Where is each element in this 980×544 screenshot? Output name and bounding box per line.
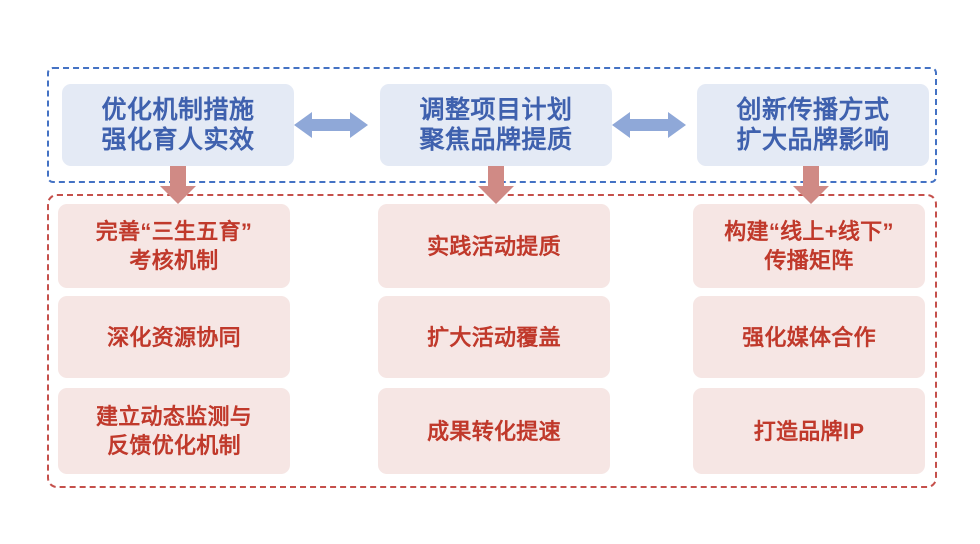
measure-box-c1-r1[interactable]: 完善“三生五育” 考核机制 (58, 204, 290, 288)
measure-box-c1-r3[interactable]: 建立动态监测与 反馈优化机制 (58, 388, 290, 474)
measure-box-c3-r1[interactable]: 构建“线上+线下” 传播矩阵 (693, 204, 925, 288)
strategy-box-3[interactable]: 创新传播方式 扩大品牌影响 (697, 84, 929, 166)
strategy-box-3-line1: 创新传播方式 (736, 96, 890, 124)
measure-box-c1-r2[interactable]: 深化资源协同 (58, 296, 290, 378)
measure-box-c2-r3-line1: 成果转化提速 (427, 418, 561, 444)
strategy-box-3-line2: 扩大品牌影响 (736, 126, 890, 154)
arrow-down-icon (478, 166, 514, 204)
measure-box-c2-r1-line1: 实践活动提质 (427, 233, 561, 259)
arrow-down-icon (160, 166, 196, 204)
strategy-box-1[interactable]: 优化机制措施 强化育人实效 (62, 84, 294, 166)
measure-box-c3-r3-line1: 打造品牌IP (753, 418, 865, 444)
measure-box-c3-r1-line1: 构建“线上+线下” (724, 219, 894, 244)
measure-box-c1-r1-line1: 完善“三生五育” (95, 219, 253, 244)
strategy-box-1-line1: 优化机制措施 (101, 96, 255, 124)
measure-box-c2-r1[interactable]: 实践活动提质 (378, 204, 610, 288)
measure-box-c1-r2-line1: 深化资源协同 (107, 324, 241, 350)
measure-box-c1-r3-line1: 建立动态监测与 (95, 404, 253, 429)
strategy-box-2-line1: 调整项目计划 (419, 96, 573, 124)
measure-box-c3-r1-line2: 传播矩阵 (764, 248, 854, 273)
strategy-box-2[interactable]: 调整项目计划 聚焦品牌提质 (380, 84, 612, 166)
measure-box-c2-r2-line1: 扩大活动覆盖 (427, 324, 561, 350)
measure-box-c3-r2-line1: 强化媒体合作 (742, 324, 876, 350)
measure-box-c2-r3[interactable]: 成果转化提速 (378, 388, 610, 474)
measure-box-c1-r3-line2: 反馈优化机制 (107, 433, 241, 458)
double-arrow-icon (612, 110, 686, 140)
measure-box-c3-r3[interactable]: 打造品牌IP (693, 388, 925, 474)
measure-box-c3-r2[interactable]: 强化媒体合作 (693, 296, 925, 378)
double-arrow-icon (294, 110, 368, 140)
arrow-down-icon (793, 166, 829, 204)
measure-box-c1-r1-line2: 考核机制 (129, 248, 219, 273)
strategy-box-1-line2: 强化育人实效 (101, 126, 255, 154)
strategy-box-2-line2: 聚焦品牌提质 (419, 126, 573, 154)
measure-box-c2-r2[interactable]: 扩大活动覆盖 (378, 296, 610, 378)
